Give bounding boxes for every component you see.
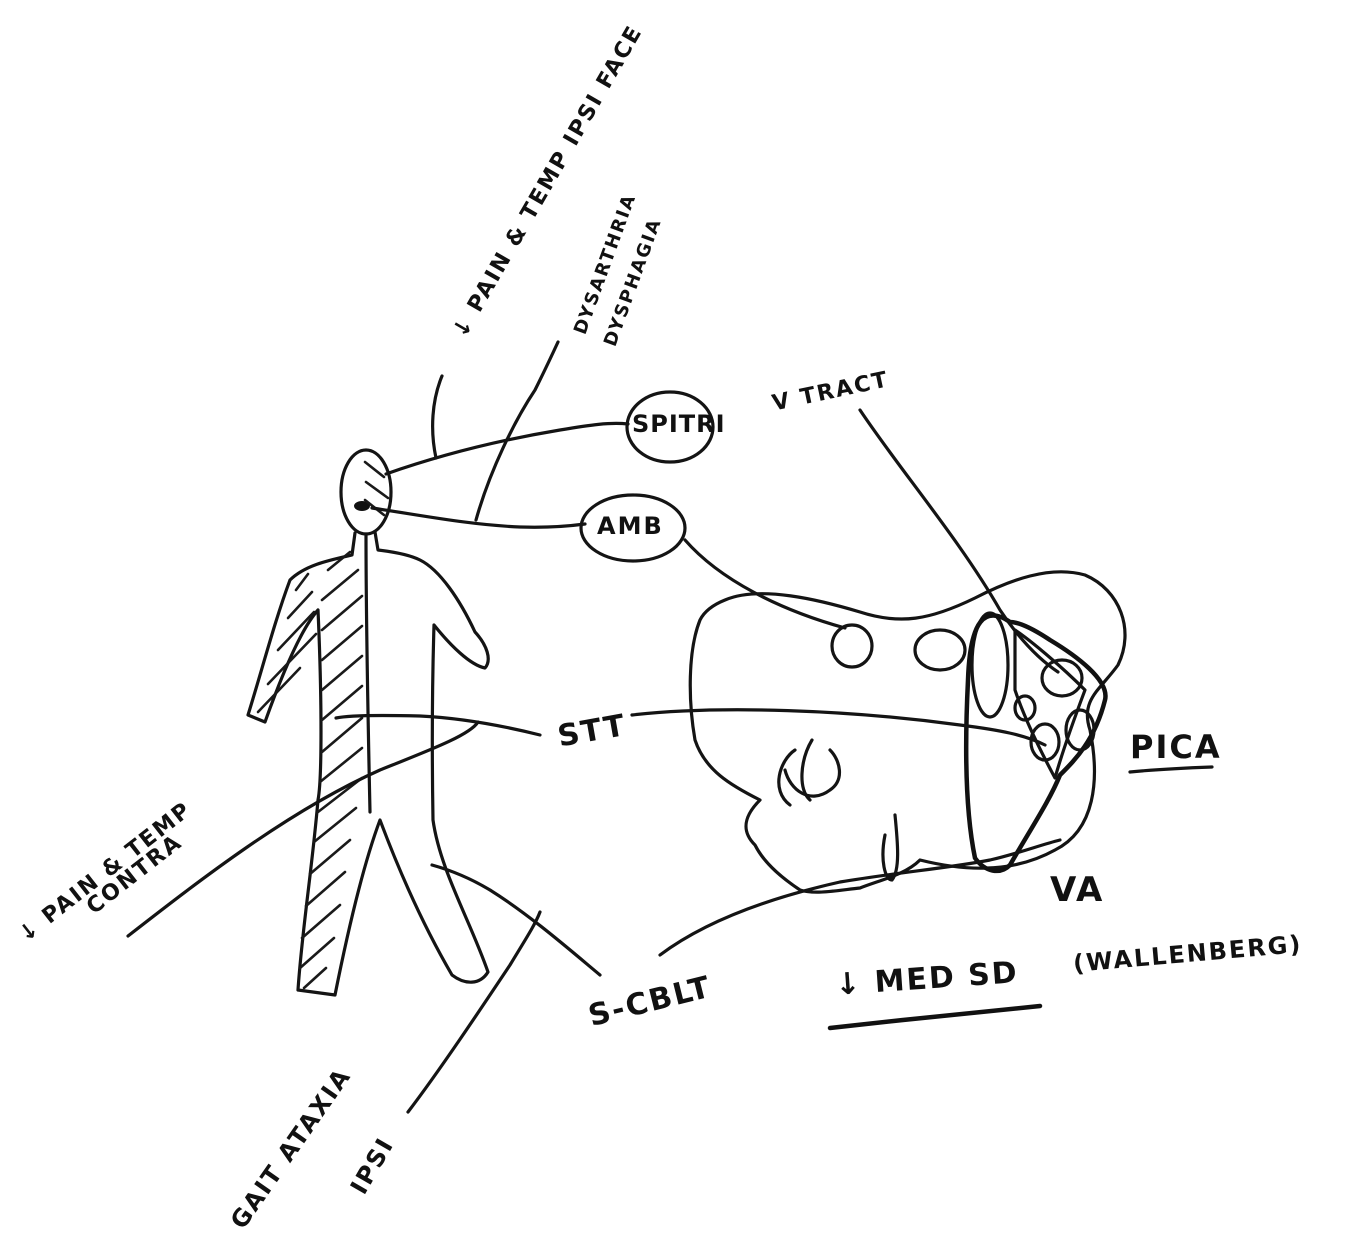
label-amb: AMB (597, 512, 664, 540)
medulla-section (690, 572, 1125, 892)
pyramid-notch (883, 815, 898, 880)
nucleus-ambiguus (832, 625, 872, 667)
pica-underline (1130, 767, 1212, 772)
line-scblt-to-body (432, 865, 600, 975)
nucleus-oval (915, 630, 965, 670)
figure-midline (366, 534, 370, 812)
caption-underline (830, 1006, 1040, 1028)
label-va: VA (1050, 870, 1104, 910)
medulla-outline (690, 572, 1125, 892)
label-spitri: SPITRI (632, 410, 726, 438)
line-amb-to-medulla (685, 540, 845, 628)
line-face-label-arc (433, 376, 442, 458)
line-spitri-to-medulla (860, 410, 1058, 672)
inner-wedge (1015, 630, 1085, 778)
olive-squiggle (779, 740, 840, 805)
human-figure (248, 450, 488, 995)
line-scblt-to-medulla (660, 840, 1060, 955)
line-face-to-spitri (386, 423, 628, 474)
line-gait-ataxia (408, 912, 540, 1112)
label-pica: PICA (1130, 728, 1222, 766)
